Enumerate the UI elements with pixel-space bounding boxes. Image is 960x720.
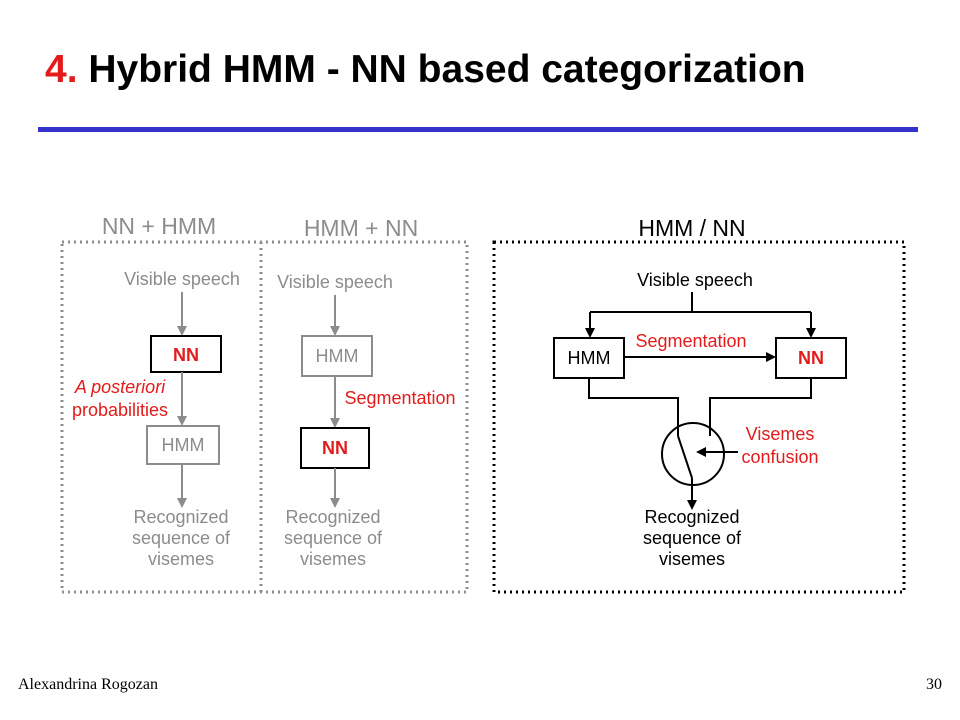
nn-hmm-input-label: Visible speech <box>124 269 240 289</box>
nn-hmm-edge-label-1: A posteriori <box>74 377 166 397</box>
hmm-nn-output-2: sequence of <box>284 528 383 548</box>
hmm-slash-nn-output-2: sequence of <box>643 528 742 548</box>
footer-author: Alexandrina Rogozan <box>18 676 158 693</box>
switch-blade <box>677 435 693 479</box>
nn-hmm-edge-label-2: probabilities <box>72 400 168 420</box>
title-number: 4. <box>45 48 78 91</box>
hmm-nn-output-1: Recognized <box>285 507 380 527</box>
nn-output-line <box>709 378 812 436</box>
hmm-slash-nn-nn-label: NN <box>798 348 824 368</box>
nn-hmm-heading: NN + HMM <box>102 213 216 239</box>
hmm-nn-heading: HMM + NN <box>304 215 418 241</box>
hmm-slash-nn-nn-box <box>775 337 847 379</box>
switch-circle <box>661 422 725 486</box>
nn-hmm-output-1: Recognized <box>133 507 228 527</box>
title-text: Hybrid HMM - NN based categorization <box>77 48 806 91</box>
hmm-nn-input-label: Visible speech <box>277 272 393 292</box>
hmm-slash-nn-input-label: Visible speech <box>637 270 753 290</box>
hmm-nn-hmm-box <box>301 335 373 377</box>
hmm-nn-output-3: visemes <box>300 549 366 569</box>
switch-label-2: confusion <box>741 447 818 467</box>
right-frame <box>492 240 906 594</box>
hmm-slash-nn-output-1: Recognized <box>644 507 739 527</box>
hmm-slash-nn-heading: HMM / NN <box>638 215 745 241</box>
hmm-nn-hmm-label: HMM <box>316 346 359 366</box>
hmm-nn-edge-label: Segmentation <box>344 388 455 408</box>
nn-hmm-nn-box <box>150 335 222 373</box>
nn-hmm-output-2: sequence of <box>132 528 231 548</box>
hmm-slash-nn-hmm-label: HMM <box>568 348 611 368</box>
nn-hmm-hmm-label: HMM <box>162 435 205 455</box>
hmm-nn-nn-label: NN <box>322 438 348 458</box>
nn-hmm-nn-label: NN <box>173 345 199 365</box>
switch-label-1: Visemes <box>746 424 815 444</box>
title-underline <box>38 127 918 132</box>
hmm-output-line <box>588 378 679 436</box>
footer-page-number: 30 <box>926 676 942 693</box>
hmm-slash-nn-edge-label: Segmentation <box>635 331 746 351</box>
slide-title: 4. Hybrid HMM - NN based categorization <box>45 48 806 92</box>
hmm-slash-nn-output-3: visemes <box>659 549 725 569</box>
nn-hmm-hmm-box <box>146 425 220 465</box>
nn-hmm-output-3: visemes <box>148 549 214 569</box>
